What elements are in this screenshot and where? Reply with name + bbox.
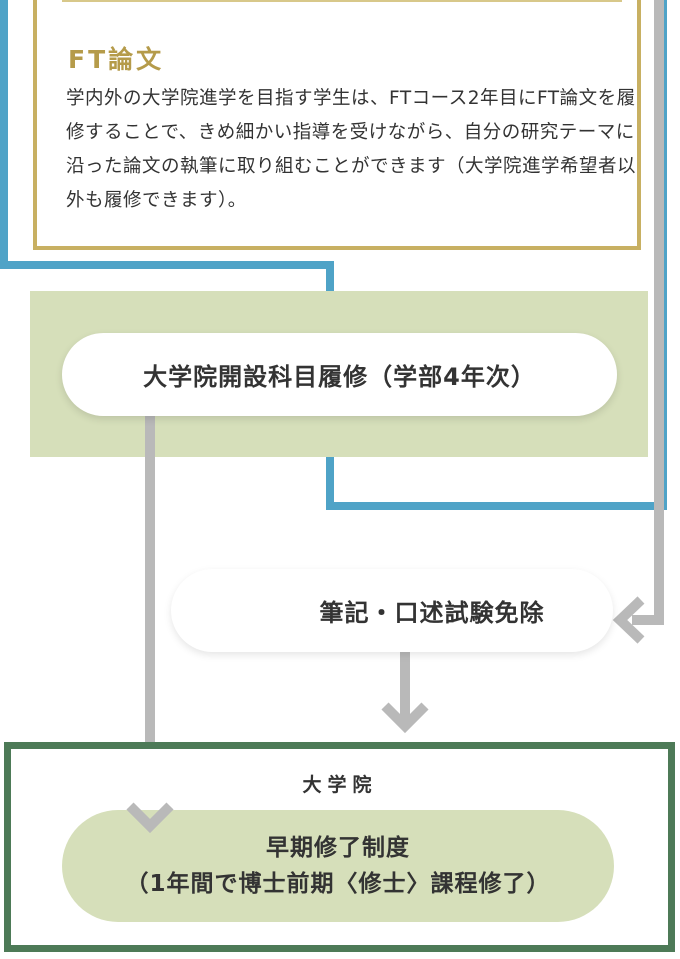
ft-thesis-title: FT論文 [68,45,165,74]
gray-mid-arrowhead [381,702,429,734]
ft-box-divider [62,0,622,2]
ft-thesis-box [33,0,641,250]
ft-thesis-description: 学内外の大学院進学を目指す学生は、FTコース2年目にFT論文を履修することで、き… [66,88,637,211]
graduate-school-label: 大学院 [302,774,378,796]
gray-right-arrowhead [612,596,645,644]
gray-right-line [632,0,664,625]
exam-exemption-pill: 筆記・口述試験免除 [171,569,613,652]
early-completion-title: 早期修了制度 [266,835,410,861]
early-completion-subtitle: （1年間で博士前期〈修士〉課程修了） [125,871,551,897]
graduate-course-pill: 大学院開設科目履修（学部4年次） [62,333,617,416]
gray-left-arrowhead-front [126,802,174,834]
